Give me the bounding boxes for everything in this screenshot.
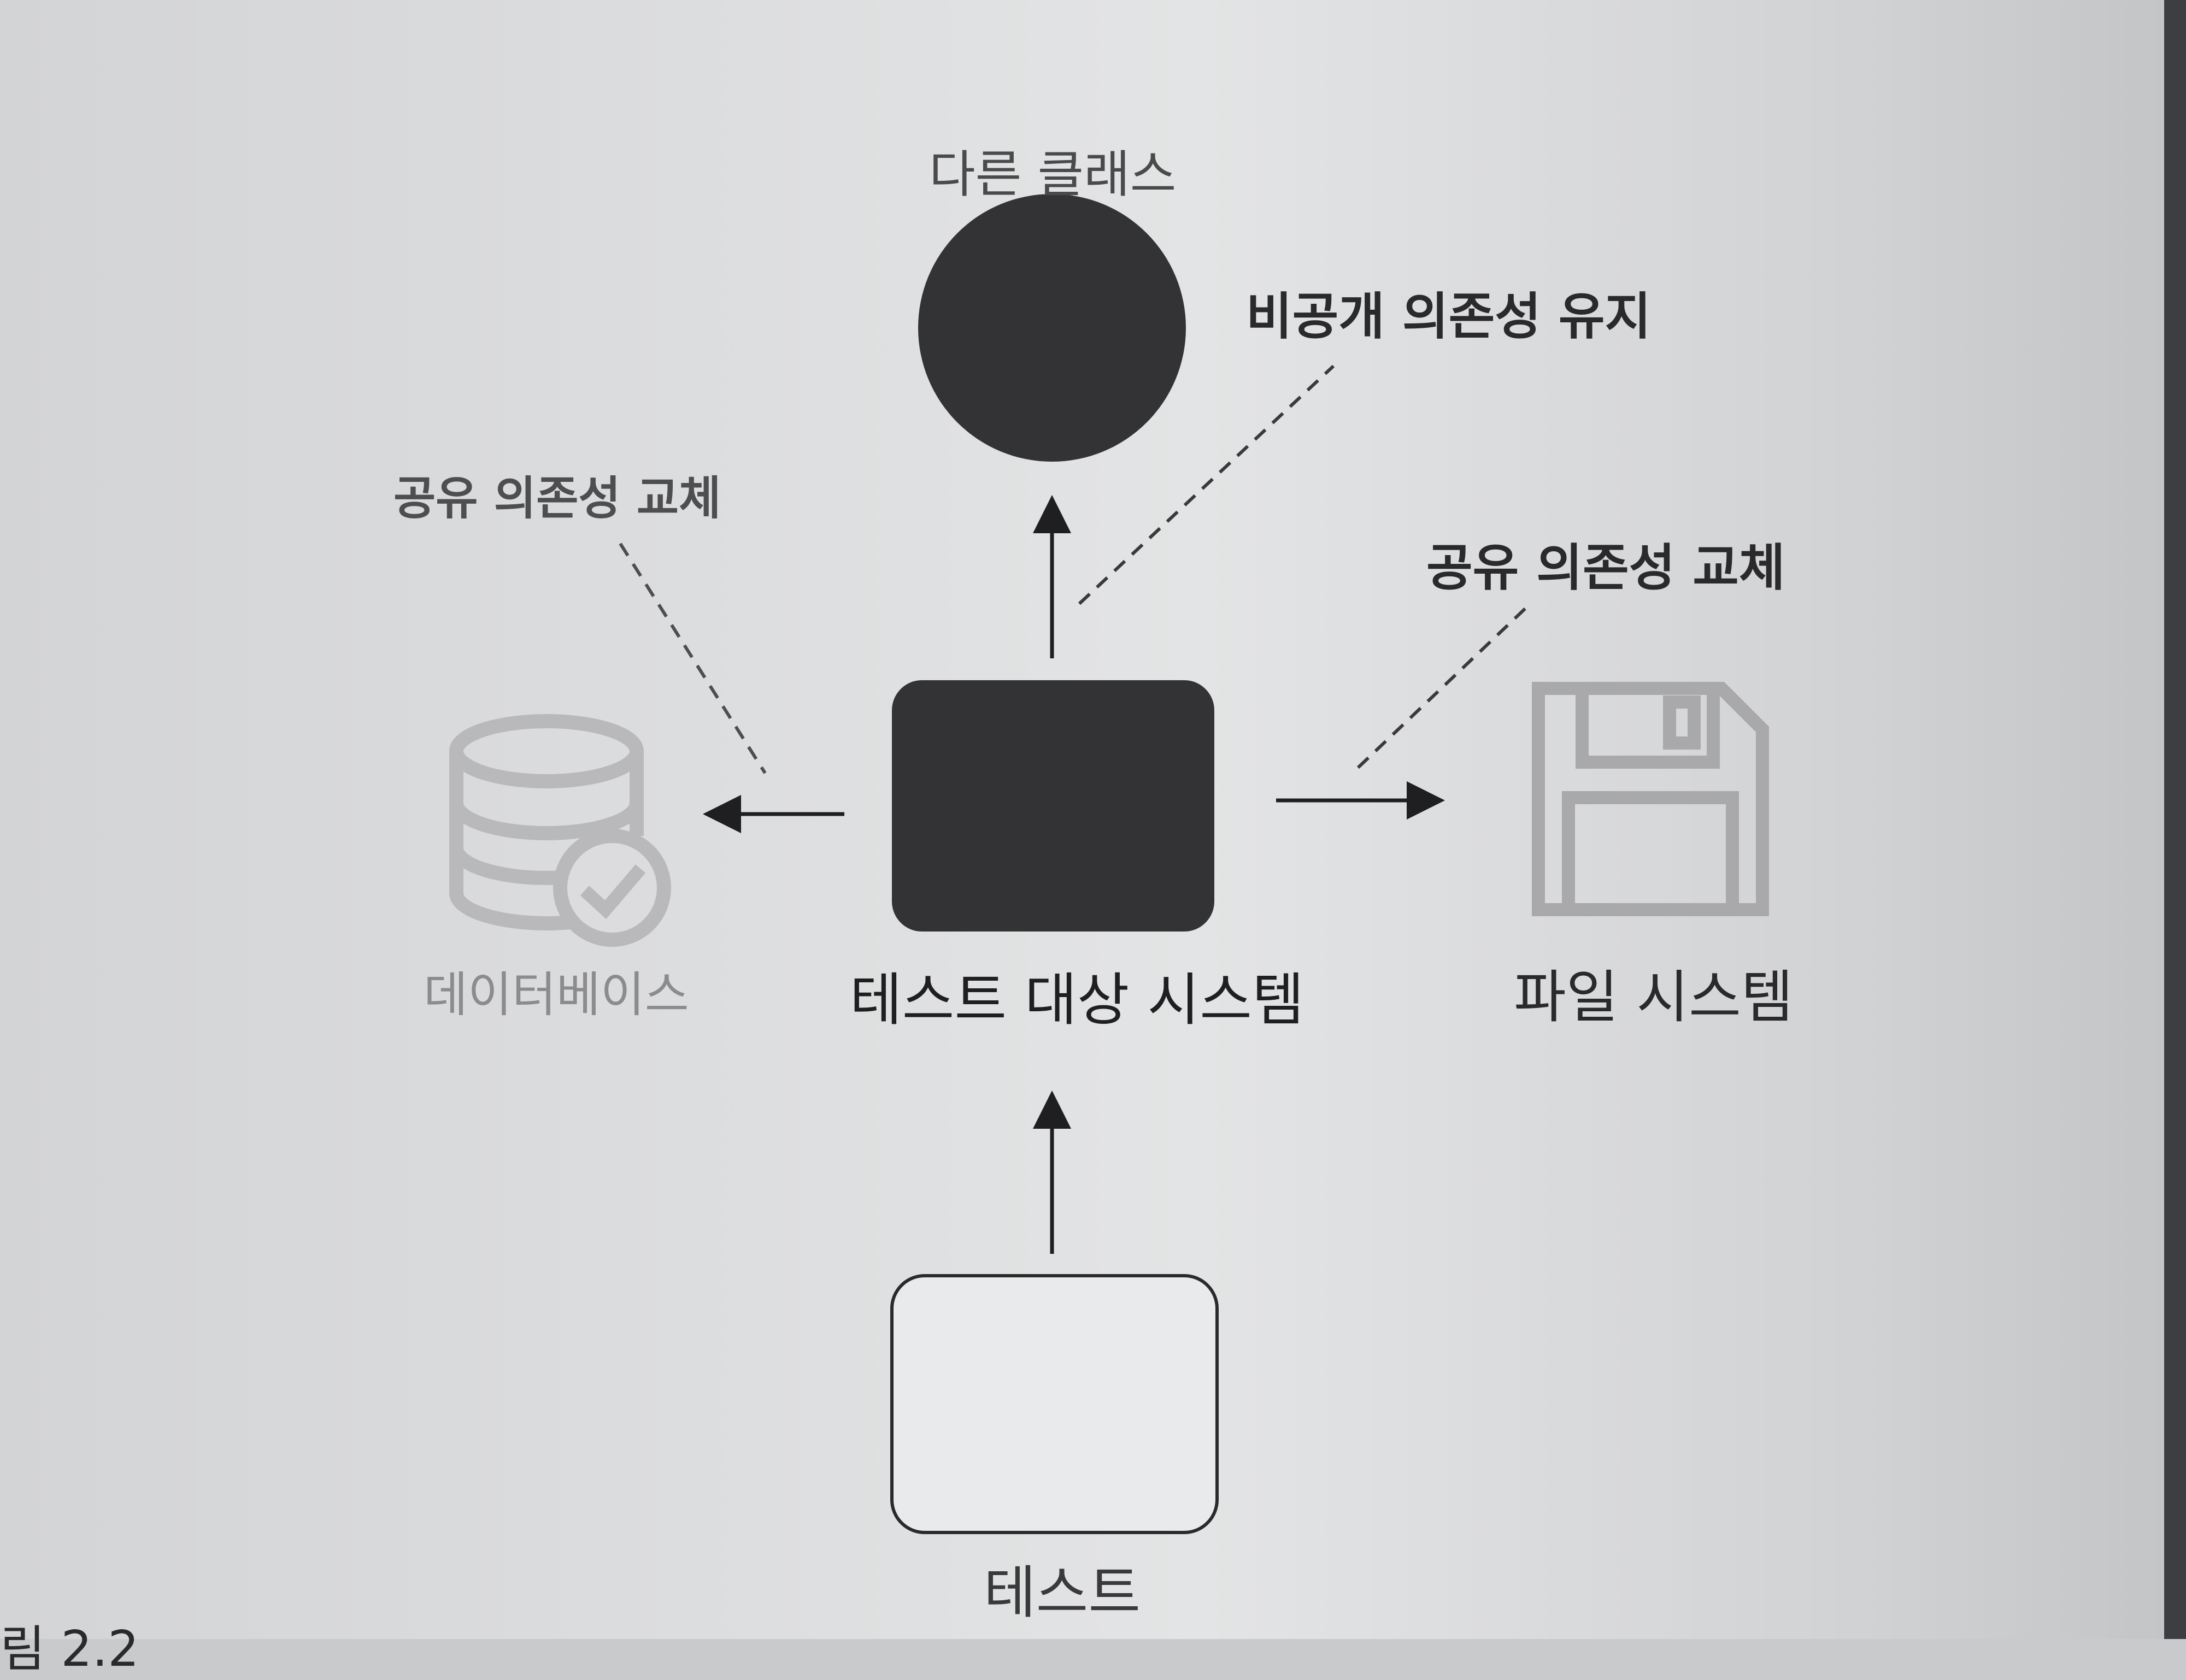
dependency-diagram [449, 194, 1769, 1534]
floppy-disk-icon [1532, 682, 1769, 916]
system-under-test-label: 테스트 대상 시스템 [850, 966, 1304, 1033]
dashed-leader-replace-left [619, 543, 767, 774]
database-label: 데이터베이스 [424, 966, 689, 1023]
book-page-edge [2164, 0, 2186, 1639]
file-system-label: 파일 시스템 [1514, 964, 1794, 1030]
replace-shared-annotation-right: 공유 의존성 교체 [1426, 539, 1785, 597]
database-icon [449, 714, 671, 947]
other-class-label: 다른 클래스 [929, 145, 1177, 204]
keep-private-annotation: 비공개 의존성 유지 [1246, 287, 1652, 346]
dashed-leader-keep-private [1078, 364, 1335, 605]
test-label: 테스트 [984, 1559, 1141, 1626]
figure-caption-fragment: 림 2.2 [0, 1620, 139, 1678]
other-class-node [918, 194, 1186, 462]
test-node [890, 1274, 1219, 1534]
replace-shared-annotation-left: 공유 의존성 교체 [393, 471, 721, 525]
dashed-leader-replace-right [1356, 605, 1529, 769]
system-under-test-node [892, 680, 1214, 932]
